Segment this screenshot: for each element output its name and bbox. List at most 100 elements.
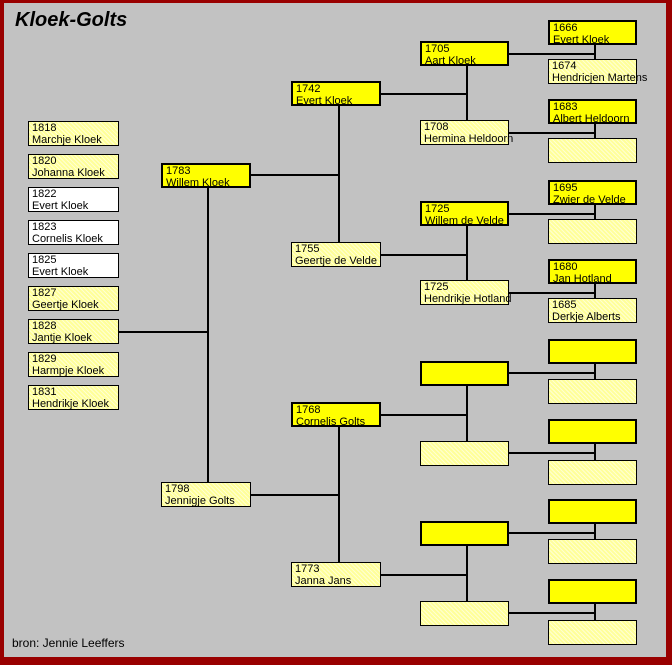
person-year: 1705 xyxy=(425,43,450,55)
connector-line xyxy=(508,292,594,294)
connector-line xyxy=(508,53,594,55)
person-year: 1822 xyxy=(32,188,57,200)
person-name: Harmpje Kloek xyxy=(32,365,105,377)
person-box-empty[interactable] xyxy=(548,499,637,524)
person-name: Geertje Kloek xyxy=(32,299,99,311)
connector-line xyxy=(466,65,468,120)
person-box-empty[interactable] xyxy=(420,441,509,466)
person-year: 1674 xyxy=(552,60,577,72)
connector-line xyxy=(508,452,594,454)
person-name: Albert Heldoorn xyxy=(553,113,630,125)
person-year: 1768 xyxy=(296,404,321,416)
person-box-empty[interactable] xyxy=(548,539,637,564)
person-year: 1755 xyxy=(295,243,320,255)
person-year: 1820 xyxy=(32,155,57,167)
person-name: Derkje Alberts xyxy=(552,311,621,323)
connector-line xyxy=(508,132,594,134)
person-year: 1829 xyxy=(32,353,57,365)
connector-line xyxy=(380,414,466,416)
connector-line xyxy=(380,574,466,576)
person-year: 1725 xyxy=(425,203,450,215)
person-box-empty[interactable] xyxy=(548,460,637,485)
connector-line xyxy=(118,331,207,333)
person-name: Hermina Heldoorn xyxy=(424,133,514,145)
person-year: 1798 xyxy=(165,483,190,495)
person-name: Jan Hotland xyxy=(553,273,612,285)
person-box-empty[interactable] xyxy=(420,521,509,546)
person-box-empty[interactable] xyxy=(548,419,637,444)
connector-line xyxy=(380,254,466,256)
person-name: Marchje Kloek xyxy=(32,134,102,146)
person-box-empty[interactable] xyxy=(548,379,637,404)
person-name: Evert Kloek xyxy=(32,266,89,278)
person-name: Evert Kloek xyxy=(553,34,610,46)
person-box-empty[interactable] xyxy=(548,339,637,364)
person-year: 1685 xyxy=(552,299,577,311)
connector-line xyxy=(508,213,594,215)
person-name: Willem de Velde xyxy=(425,215,504,227)
connector-line xyxy=(508,372,594,374)
person-year: 1680 xyxy=(553,261,578,273)
connector-line xyxy=(594,283,596,298)
person-year: 1666 xyxy=(553,22,578,34)
person-year: 1725 xyxy=(424,281,449,293)
connector-line xyxy=(250,494,338,496)
person-year: 1825 xyxy=(32,254,57,266)
person-name: Zwier de Velde xyxy=(553,194,626,206)
person-year: 1683 xyxy=(553,101,578,113)
connector-line xyxy=(466,545,468,601)
source-note: bron: Jennie Leeffers xyxy=(12,636,125,650)
person-name: Hendricjen Martens xyxy=(552,72,648,84)
connector-line xyxy=(594,603,596,620)
connector-line xyxy=(594,44,596,59)
person-year: 1828 xyxy=(32,320,57,332)
person-box-empty[interactable] xyxy=(548,579,637,604)
connector-line xyxy=(338,426,340,562)
person-name: Janna Jans xyxy=(295,575,352,587)
person-name: Cornelis Kloek xyxy=(32,233,103,245)
person-box-empty[interactable] xyxy=(548,138,637,163)
connector-line xyxy=(594,123,596,138)
person-box-empty[interactable] xyxy=(548,219,637,244)
person-name: Willem Kloek xyxy=(166,177,230,189)
connector-line xyxy=(250,174,338,176)
connector-line xyxy=(594,443,596,460)
person-name: Johanna Kloek xyxy=(32,167,105,179)
connector-line xyxy=(380,93,466,95)
person-box-empty[interactable] xyxy=(548,620,637,645)
person-year: 1695 xyxy=(553,182,578,194)
connector-line xyxy=(466,385,468,441)
person-year: 1831 xyxy=(32,386,57,398)
connector-line xyxy=(207,187,209,482)
person-box-empty[interactable] xyxy=(420,601,509,626)
person-name: Evert Kloek xyxy=(32,200,89,212)
person-box-empty[interactable] xyxy=(420,361,509,386)
